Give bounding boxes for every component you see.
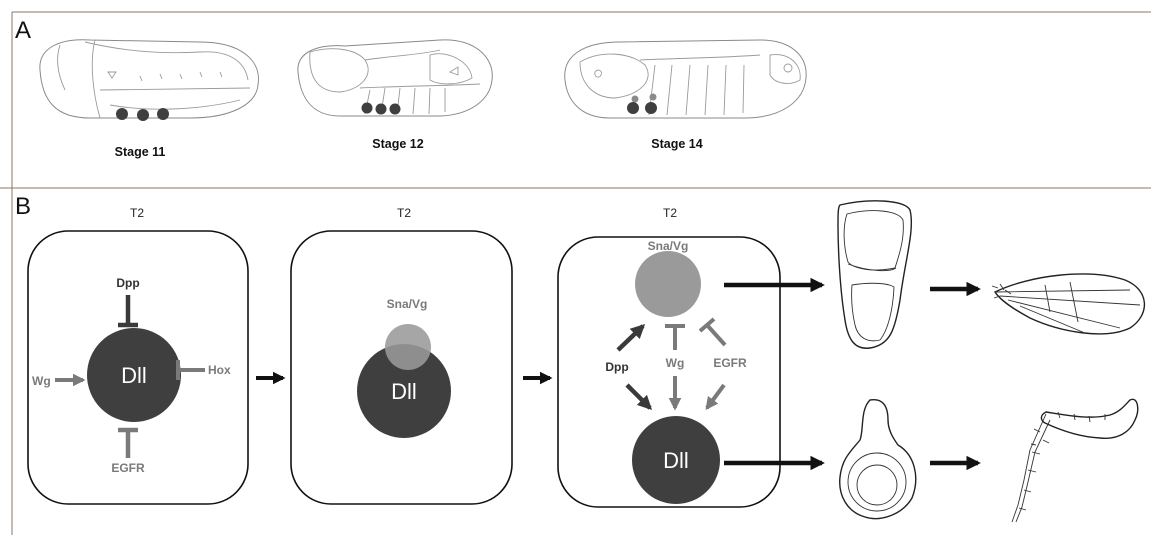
sna-vg-circle [635, 251, 701, 317]
adult-leg-sketch [1011, 398, 1139, 523]
stage-label: Stage 14 [651, 137, 702, 151]
dll-label: Dll [391, 379, 417, 404]
dpp-activation-arrow [616, 324, 646, 352]
wing-disc-sketch [837, 200, 913, 349]
dll-circle [87, 328, 181, 422]
dpp-label: Dpp [116, 276, 139, 290]
primordium-cell [631, 95, 639, 103]
panel-letter-a: A [15, 17, 31, 44]
egfr-label: EGFR [111, 461, 145, 475]
panel-letter-b: B [15, 193, 31, 220]
dll-circle [357, 344, 451, 438]
stage-label: Stage 11 [115, 145, 166, 159]
dll-label: Dll [663, 448, 689, 473]
dll-circle [632, 416, 720, 504]
dpp-activation-arrow [625, 383, 653, 411]
stage-label: Stage 12 [372, 137, 423, 151]
egfr-activation-arrow [705, 383, 726, 411]
egfr-repression-bar [698, 317, 716, 333]
dll-label: Dll [121, 363, 147, 388]
sna-vg-circle [385, 324, 431, 370]
embryo-illustration-stage-11 [39, 39, 259, 119]
primordium-cell [645, 102, 657, 114]
primordium-cell [116, 108, 128, 120]
sna-vg-label: Sna/Vg [648, 239, 689, 253]
primordium-cell [389, 103, 401, 115]
egfr-repression [705, 323, 727, 347]
segment-label: T2 [397, 206, 411, 220]
segment-label: T2 [130, 206, 144, 220]
primordium-cell [137, 109, 149, 121]
sna-vg-label: Sna/Vg [387, 297, 428, 311]
wg-label: Wg [32, 374, 51, 388]
segment-box-3 [557, 236, 781, 508]
embryo-illustration-stage-14 [564, 39, 807, 119]
primordium-cell [375, 103, 387, 115]
primordium-cell [157, 108, 169, 120]
primordium-cell [649, 93, 657, 101]
dpp-label: Dpp [605, 360, 628, 374]
leg-disc-sketch [839, 398, 917, 520]
primordium-cell [627, 102, 639, 114]
hox-label: Hox [208, 363, 231, 377]
egfr-label: EGFR [713, 356, 747, 370]
adult-wing-sketch [991, 273, 1146, 335]
wg-label: Wg [666, 356, 685, 370]
segment-label: T2 [663, 206, 677, 220]
primordium-cell [361, 102, 373, 114]
embryo-illustration-stage-12 [297, 39, 493, 117]
